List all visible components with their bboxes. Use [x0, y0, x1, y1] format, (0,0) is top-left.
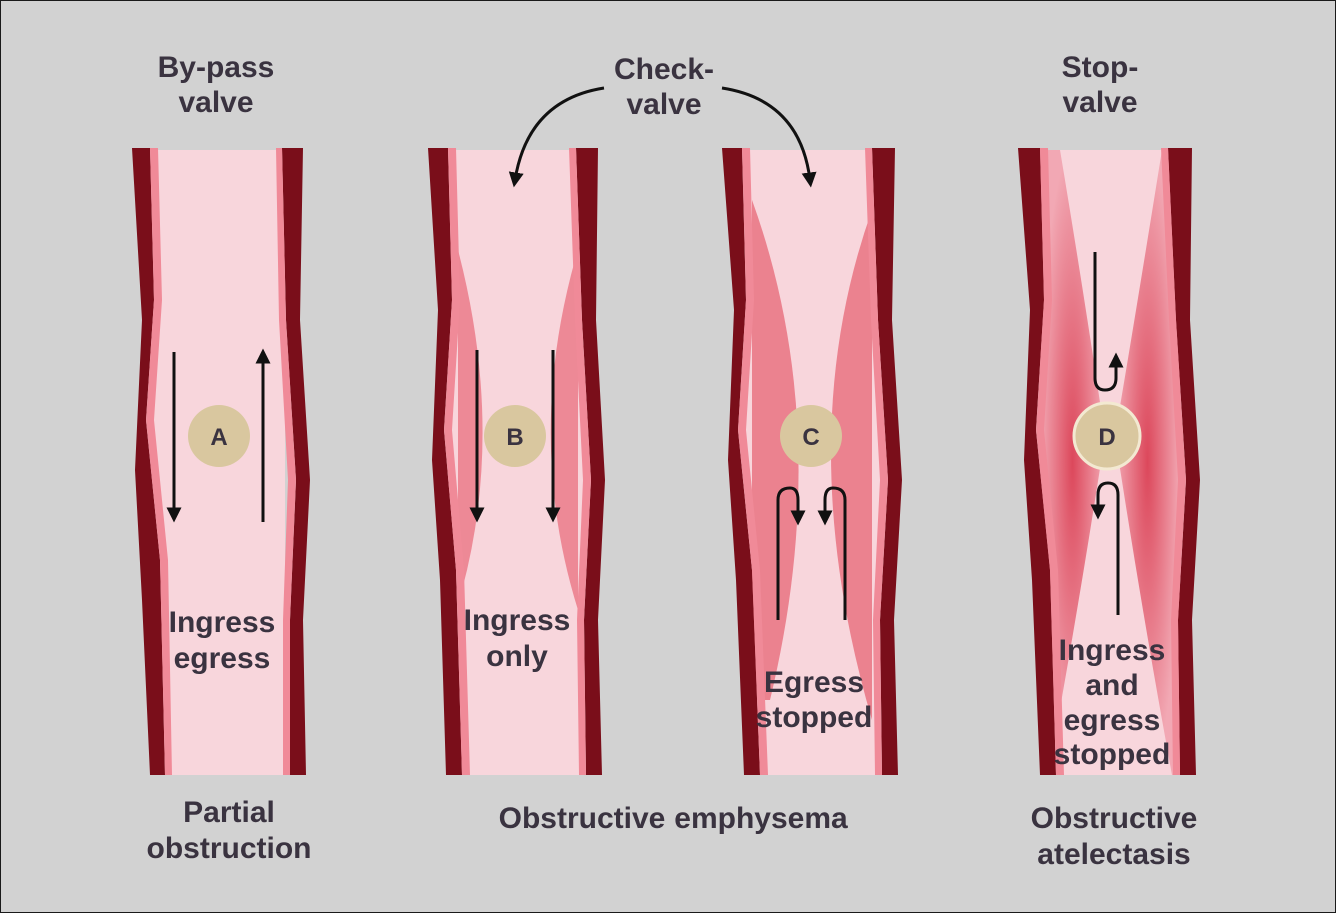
- panel-a-flow-line-1: Ingress: [169, 606, 276, 639]
- panel-d-bronchus: D Ingress and egress stopped: [1018, 148, 1200, 775]
- panel-b-flow-line-2: only: [486, 640, 548, 673]
- panel-c-flow-line-2: stopped: [756, 701, 873, 734]
- marker-c: C: [802, 424, 819, 451]
- heading-check-line-2: valve: [626, 88, 701, 121]
- panel-d-flow-line-2: and: [1085, 669, 1138, 702]
- footer-atelectasis-line-1: Obstructive: [1031, 802, 1198, 835]
- footer-partial-line-2: obstruction: [147, 832, 312, 865]
- heading-stop-line-2: valve: [1062, 86, 1137, 119]
- marker-a: A: [210, 424, 227, 451]
- footer-partial-line-1: Partial: [183, 796, 275, 829]
- panel-d-flow-line-4: stopped: [1054, 738, 1171, 771]
- panel-a-flow-line-2: egress: [174, 642, 271, 675]
- panel-b-flow-line-1: Ingress: [464, 604, 571, 637]
- panel-b-bronchus: B Ingress only: [428, 148, 605, 775]
- heading-bypass-line-1: By-pass: [158, 51, 275, 84]
- heading-bypass-line-2: valve: [178, 86, 253, 119]
- panel-c-bronchus: C Egress stopped: [722, 148, 902, 775]
- marker-d: D: [1098, 424, 1115, 451]
- panel-d-flow-line-3: egress: [1064, 704, 1161, 737]
- marker-b: B: [506, 424, 523, 451]
- heading-stop-line-1: Stop-: [1062, 51, 1139, 84]
- panel-a-bronchus: A Ingress egress: [132, 148, 310, 775]
- footer-emphysema-word-2: emphysema: [674, 802, 848, 835]
- panel-c-flow-line-1: Egress: [764, 666, 864, 699]
- footer-atelectasis-line-2: atelectasis: [1037, 838, 1190, 871]
- footer-emphysema-word-1: Obstructive: [499, 802, 666, 835]
- panel-d-flow-line-1: Ingress: [1059, 634, 1166, 667]
- heading-check-line-1: Check-: [614, 53, 714, 86]
